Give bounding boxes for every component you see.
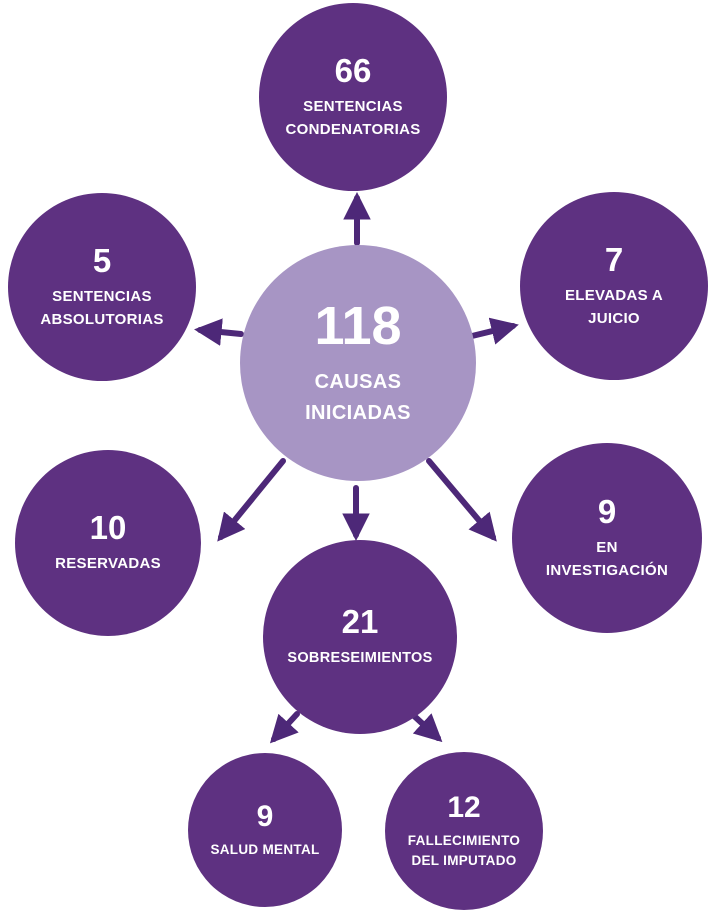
arrow-sub-right-icon <box>409 711 443 743</box>
node-label-line: SENTENCIAS <box>303 98 403 116</box>
node-value: 10 <box>89 509 127 547</box>
node-elevadas-a-juicio: 7 ELEVADAS A JUICIO <box>520 192 708 380</box>
node-causas-iniciadas: 118 CAUSAS INICIADAS <box>240 245 476 481</box>
node-label-line: CONDENATORIAS <box>285 120 421 138</box>
arrow-right-icon <box>469 317 519 345</box>
node-value: 21 <box>341 603 379 641</box>
arrow-left-icon <box>194 318 244 346</box>
node-label-line: FALLECIMIENTO <box>407 832 521 848</box>
node-value: 66 <box>334 51 372 89</box>
node-value: 118 <box>314 296 402 357</box>
node-value: 7 <box>604 240 624 278</box>
node-sobreseimientos: 21 SOBRESEIMIENTOS <box>263 540 457 734</box>
node-label-line: RESERVADAS <box>55 555 161 573</box>
node-label-line: SENTENCIAS <box>52 288 152 306</box>
node-sentencias-absolutorias: 5 SENTENCIAS ABSOLUTORIAS <box>8 193 196 381</box>
node-label-line: EN <box>596 539 618 557</box>
node-label-line: ELEVADAS A <box>564 287 663 305</box>
node-value: 9 <box>256 799 274 833</box>
node-label-line: SOBRESEIMIENTOS <box>287 649 433 666</box>
arrow-down-left-icon <box>217 458 286 542</box>
node-reservadas: 10 RESERVADAS <box>15 450 201 636</box>
node-salud-mental: 9 SALUD MENTAL <box>188 753 342 907</box>
node-value: 9 <box>597 492 617 530</box>
node-value: 5 <box>92 241 112 279</box>
node-label-line: DEL IMPUTADO <box>411 853 517 868</box>
node-label-line: JUICIO <box>588 309 640 327</box>
arrow-sub-left-icon <box>269 711 300 744</box>
node-label-line: SALUD MENTAL <box>210 841 320 857</box>
node-label-line: INVESTIGACIÓN <box>545 561 669 579</box>
arrow-down-right-icon <box>426 458 497 542</box>
node-sentencias-condenatorias: 66 SENTENCIAS CONDENATORIAS <box>259 3 447 191</box>
node-fallecimiento-del-imputado: 12 FALLECIMIENTO DEL IMPUTADO <box>385 752 543 910</box>
node-label-line: ABSOLUTORIAS <box>40 310 164 328</box>
node-en-investigacion: 9 EN INVESTIGACIÓN <box>512 443 702 633</box>
node-label-line: CAUSAS <box>314 370 402 393</box>
node-value: 12 <box>447 790 481 824</box>
node-label-line: INICIADAS <box>305 401 411 424</box>
